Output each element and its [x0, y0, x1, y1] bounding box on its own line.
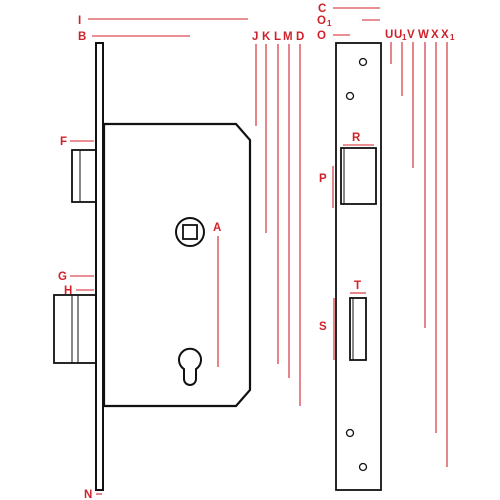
label-O1-subscript: 1	[327, 19, 332, 28]
label-K: K	[262, 31, 271, 43]
lock-case	[102, 122, 252, 408]
label-X1-subscript: 1	[450, 33, 455, 42]
label-T: T	[354, 280, 361, 292]
label-I: I	[78, 15, 81, 27]
label-F: F	[60, 136, 67, 148]
label-V: V	[407, 29, 415, 41]
dimension-labels: I B F G H N A J K L M D C O 1 O P R S T …	[58, 3, 455, 500]
label-G: G	[58, 271, 67, 283]
label-U1: U	[394, 29, 402, 41]
label-J: J	[252, 31, 258, 43]
screw-hole-icon	[345, 428, 355, 438]
faceplate	[335, 42, 382, 491]
label-O: O	[317, 30, 326, 42]
label-A: A	[213, 222, 221, 234]
label-X1: X	[441, 29, 449, 41]
label-O1: O	[317, 15, 326, 27]
label-P: P	[319, 173, 327, 185]
label-M: M	[283, 31, 293, 43]
dead-bolt	[53, 294, 97, 364]
label-U1-subscript: 1	[402, 33, 407, 42]
label-H: H	[64, 285, 72, 297]
label-L: L	[274, 31, 281, 43]
label-R: R	[352, 132, 361, 144]
label-U: U	[385, 29, 393, 41]
label-S: S	[319, 321, 327, 333]
screw-hole-icon	[345, 91, 355, 101]
screw-hole-icon	[358, 57, 368, 67]
screw-hole-icon	[358, 462, 368, 472]
label-B: B	[78, 31, 86, 43]
forend-plate	[95, 42, 104, 491]
square-spindle-icon	[175, 217, 205, 247]
label-D: D	[296, 31, 304, 43]
label-X: X	[431, 29, 439, 41]
label-W: W	[418, 29, 429, 41]
latch-bolt	[71, 149, 97, 203]
label-C: C	[318, 3, 326, 15]
bolt-opening	[349, 297, 367, 361]
euro-profile-cylinder-icon	[178, 347, 202, 386]
latch-opening	[340, 147, 377, 205]
label-N: N	[84, 489, 92, 500]
